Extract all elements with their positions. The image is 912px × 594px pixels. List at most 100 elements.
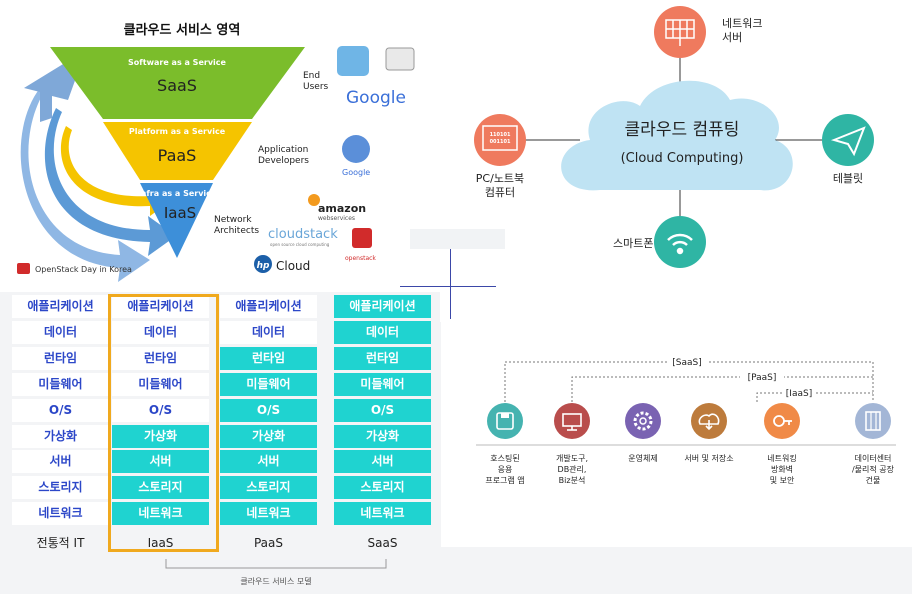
stack-cell: 런타임 xyxy=(334,346,431,370)
stack-cell: 가상화 xyxy=(112,424,209,448)
gear-icon xyxy=(625,403,661,439)
stack-cell: 네트워크 xyxy=(112,502,209,526)
paas-bracket-label: [PaaS] xyxy=(748,373,777,383)
cloud-shape xyxy=(561,80,793,191)
service-layers-diagram: [SaaS] [PaaS] [IaaS] xyxy=(476,355,896,446)
paas-label: PaaS xyxy=(158,146,197,165)
iaas-highlight-frame xyxy=(108,294,219,552)
cloud-subtitle: (Cloud Computing) xyxy=(621,151,744,166)
medium-cycle-arrow xyxy=(44,108,176,256)
stack-cell: 미들웨어 xyxy=(12,372,109,396)
stack-cell: O/S xyxy=(220,398,317,422)
stack-cell: 스토리지 xyxy=(112,476,209,500)
wifi-icon xyxy=(667,233,693,255)
paas-subtitle: Platform as a Service xyxy=(129,127,226,136)
openstack-logo-icon xyxy=(352,228,372,248)
key-icon xyxy=(764,403,800,439)
google-app-engine-label: Google xyxy=(342,168,370,177)
stack-cell: 애플리케이션 xyxy=(12,295,109,318)
stack-cell: 미들웨어 xyxy=(112,372,209,396)
saas-subtitle: Software as a Service xyxy=(128,58,226,67)
amazon-cubes-icon xyxy=(308,194,320,206)
saas-label: SaaS xyxy=(157,76,197,95)
stack-cell: 애플리케이션 xyxy=(220,295,317,318)
stack-cell: 네트워크 xyxy=(12,502,109,526)
column-caption: IaaS xyxy=(147,536,174,550)
iaas-subtitle: Infra as a Service xyxy=(138,189,217,198)
pyramid-title: 클라우드 서비스 영역 xyxy=(124,22,241,38)
iaas-layer xyxy=(140,183,213,258)
stack-cell: 네트워크 xyxy=(220,502,317,526)
stack-cell: 가상화 xyxy=(220,424,317,448)
cloudstack-logo: cloudstack xyxy=(268,227,338,242)
cloud-download-icon xyxy=(691,403,727,439)
service-layer-label: 운영체제 xyxy=(628,454,658,463)
hp-logo-icon xyxy=(254,255,272,273)
stack-cell: 런타임 xyxy=(12,346,109,370)
stack-cell: 애플리케이션 xyxy=(334,295,431,318)
stack-cell: 미들웨어 xyxy=(220,372,317,396)
pyramid-panel: 클라우드 서비스 영역 Software as a Service SaaS P… xyxy=(0,0,440,292)
tablet-node xyxy=(822,114,874,166)
stack-cell: 데이터 xyxy=(220,320,317,344)
column-caption: PaaS xyxy=(253,536,284,550)
service-layer-label: 호스팅된 응용 프로그램 앱 xyxy=(485,454,525,485)
column-caption: SaaS xyxy=(367,536,398,550)
amazon-logo: amazon xyxy=(318,202,366,215)
stack-cell: 스토리지 xyxy=(12,476,109,500)
iaas-bracket-label: [IaaS] xyxy=(786,389,812,399)
service-layer-label: 네트워킹 방화벽 및 보안 xyxy=(767,454,797,485)
mail-logo-icon xyxy=(385,47,415,71)
saas-layer xyxy=(50,47,305,119)
monitor-icon xyxy=(554,403,590,439)
paper-plane-icon xyxy=(830,126,866,157)
stack-cell: 가상화 xyxy=(12,424,109,448)
tablet-label: 테블릿 xyxy=(833,172,863,185)
app-engine-logo-icon xyxy=(342,135,370,163)
cloud-title: 클라우드 컴퓨팅 xyxy=(625,120,740,140)
saas-bracket-label: [SaaS] xyxy=(672,358,701,368)
amazon-sub: webservices xyxy=(318,215,355,222)
iaas-label: IaaS xyxy=(164,204,196,222)
decor-box xyxy=(410,229,505,249)
stack-cell: O/S xyxy=(112,398,209,422)
decor-hline xyxy=(400,286,496,287)
save-icon xyxy=(487,403,523,439)
pc-node xyxy=(474,114,526,166)
openstack-footer: OpenStack Day in Korea xyxy=(35,265,132,274)
large-cycle-arrow xyxy=(20,88,150,282)
stack-cell: O/S xyxy=(12,398,109,422)
stack-cell: 애플리케이션 xyxy=(112,295,209,318)
solar-panel-icon xyxy=(665,19,695,46)
smartphone-label: 스마트폰 xyxy=(613,237,653,250)
service-layer-label: 서버 및 저장소 xyxy=(684,454,734,463)
salesforce-logo-icon xyxy=(337,46,369,76)
service-layer-label: 데이터센터 /물리적 공장 건물 xyxy=(851,454,895,485)
cloudstack-sub: open source cloud computing xyxy=(270,242,330,247)
stack-cell: 데이터 xyxy=(334,320,431,344)
building-icon xyxy=(855,403,891,439)
google-logo: Google xyxy=(346,88,406,108)
openstack-small-label: openstack xyxy=(345,255,376,262)
hp-logo-text: hp xyxy=(257,261,270,271)
decor-vline xyxy=(450,249,451,319)
stack-cell: 서버 xyxy=(334,450,431,474)
stack-cell: 서버 xyxy=(112,450,209,474)
small-cycle-arrow xyxy=(60,126,172,216)
stack-cell: 서버 xyxy=(12,450,109,474)
openstack-footer-icon xyxy=(17,263,30,274)
service-layer-label: 개발도구, DB관리, Biz분석 xyxy=(556,454,588,485)
service-model-label: 클라우드 서비스 모델 xyxy=(240,577,311,586)
hp-cloud-label: Cloud xyxy=(276,259,310,273)
stack-cell: 데이터 xyxy=(12,320,109,344)
stack-cell: O/S xyxy=(334,398,431,422)
stack-cell: 서버 xyxy=(220,450,317,474)
